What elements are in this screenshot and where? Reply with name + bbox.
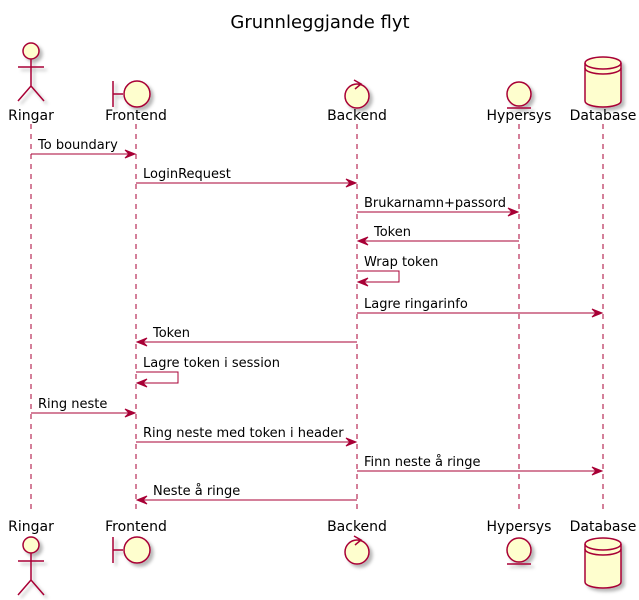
message-label: Neste å ringe: [153, 484, 240, 499]
arrowhead: [507, 207, 520, 217]
participant-ringar-bottom: Ringar: [8, 519, 54, 596]
database-icon: [584, 537, 622, 589]
arrowhead: [591, 466, 604, 476]
participant-backend-top: Backend: [327, 79, 387, 124]
message-arrow: [357, 270, 400, 283]
message: Brukarnamn+passord: [357, 196, 520, 217]
arrowhead: [591, 308, 604, 318]
participant-database-top: Database: [570, 56, 637, 124]
participant-label-backend: Backend: [327, 519, 387, 535]
arrowhead: [345, 178, 358, 188]
boundary-icon: [112, 536, 151, 564]
participant-hypersys-bottom: Hypersys: [487, 519, 552, 565]
control-icon: [344, 79, 370, 109]
participant-ringar-top: Ringar: [8, 42, 54, 124]
message-label: Finn neste å ringe: [364, 455, 481, 470]
participant-label-hypersys: Hypersys: [487, 108, 552, 124]
arrowhead: [356, 277, 369, 287]
arrowhead: [135, 378, 148, 388]
message-label: LoginRequest: [143, 167, 231, 182]
message: Finn neste å ringe: [357, 455, 604, 476]
database-icon: [584, 56, 622, 108]
message-label: Lagre token i session: [143, 356, 280, 371]
arrowhead: [345, 437, 358, 447]
message: Ring neste: [31, 397, 137, 418]
participant-frontend-top: Frontend: [105, 80, 167, 124]
participant-label-ringar: Ringar: [8, 519, 54, 535]
participant-label-ringar: Ringar: [8, 108, 54, 124]
message-arrow: [136, 371, 179, 384]
message-label: Ring neste med token i header: [143, 426, 344, 441]
participant-label-backend: Backend: [327, 108, 387, 124]
participant-backend-bottom: Backend: [327, 519, 387, 565]
message: LoginRequest: [136, 167, 358, 188]
message-label: Lagre ringarinfo: [364, 297, 468, 312]
message: To boundary: [31, 138, 137, 159]
message: Token: [356, 225, 519, 246]
message-label: To boundary: [37, 138, 118, 153]
message: Ring neste med token i header: [136, 426, 358, 447]
arrowhead: [135, 495, 148, 505]
arrowhead: [356, 236, 369, 246]
control-icon: [344, 535, 370, 565]
participant-hypersys-top: Hypersys: [487, 81, 552, 124]
message-label: Ring neste: [38, 397, 107, 412]
participant-frontend-bottom: Frontend: [105, 519, 167, 564]
message: Lagre token i session: [135, 356, 280, 388]
participant-label-database: Database: [570, 108, 637, 124]
arrowhead: [124, 408, 137, 418]
boundary-icon: [112, 80, 151, 108]
message: Lagre ringarinfo: [357, 297, 604, 318]
message: Wrap token: [356, 255, 438, 287]
entity-icon: [506, 537, 532, 565]
actor-icon: [17, 42, 45, 102]
participant-label-database: Database: [570, 519, 637, 535]
actor-icon: [17, 536, 45, 596]
arrowhead: [124, 149, 137, 159]
participant-label-frontend: Frontend: [105, 108, 167, 124]
participant-database-bottom: Database: [570, 519, 637, 589]
message-label: Token: [152, 326, 190, 341]
message: Token: [135, 326, 357, 347]
message-label: Token: [373, 225, 411, 240]
entity-icon: [506, 81, 532, 109]
message-label: Wrap token: [364, 255, 438, 270]
message: Neste å ringe: [135, 484, 357, 505]
participant-label-frontend: Frontend: [105, 519, 167, 535]
message-label: Brukarnamn+passord: [364, 196, 506, 211]
participant-label-hypersys: Hypersys: [487, 519, 552, 535]
diagram-title: Grunnleggjande flyt: [230, 12, 409, 33]
arrowhead: [135, 337, 148, 347]
